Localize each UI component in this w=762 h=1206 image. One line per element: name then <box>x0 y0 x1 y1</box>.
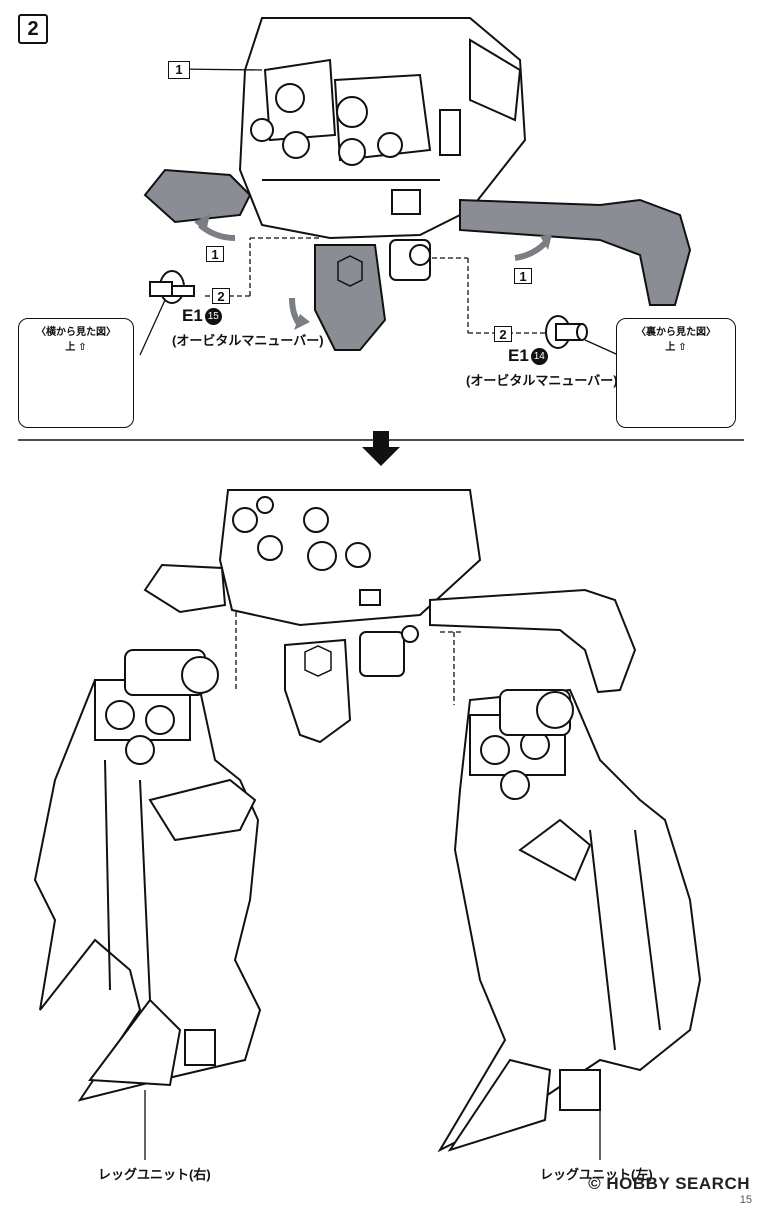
up-arrow-icon: ⇧ <box>678 342 687 353</box>
center-panel <box>314 244 387 351</box>
connector-left <box>149 270 195 304</box>
up-arrow-icon: ⇧ <box>78 342 87 353</box>
part-ref-1-rotate-left: 1 <box>206 246 224 262</box>
step-number-badge: 2 <box>18 14 48 44</box>
part-ref-1-main: 1 <box>168 61 190 79</box>
part-ref-2-insert-left: 2 <box>212 288 230 304</box>
leg-unit-right <box>33 649 262 1102</box>
left-arm <box>143 168 252 224</box>
part-name-left: (オービタルマニューバー) <box>172 333 324 348</box>
part-ref-1-rotate-right: 1 <box>514 268 532 284</box>
part-name-right: (オービタルマニューバー) <box>466 373 618 388</box>
part-number-badge: 15 <box>204 308 222 326</box>
leg-right-label: レッグユニット(右) <box>98 1167 211 1182</box>
side-view-title: 〈横から見た図〉 <box>36 327 116 338</box>
leg-left-label: レッグユニット(左) <box>540 1167 653 1182</box>
left-arm-assembled <box>143 563 227 614</box>
part-ref-2-insert-right: 2 <box>494 326 512 342</box>
connector-right <box>545 315 588 349</box>
watermark-text: © HOBBY SEARCH <box>588 1174 750 1193</box>
torso-upper <box>238 17 527 240</box>
back-view-title: 〈裏から見た図〉 <box>636 327 716 338</box>
side-view-up-label: 上 ⇧ <box>65 342 87 353</box>
center-panel-assembled <box>284 638 352 744</box>
right-arm <box>459 198 692 306</box>
right-arm-assembled <box>429 588 637 694</box>
part-number-badge: 14 <box>530 348 548 366</box>
down-arrow <box>362 431 400 466</box>
torso-assembled <box>218 489 482 627</box>
side-view-card: 〈横から見た図〉 上 ⇧ <box>18 318 134 428</box>
back-view-up-label: 上 ⇧ <box>665 342 687 353</box>
part-code: E1 <box>182 306 203 325</box>
back-view-card: 〈裏から見た図〉 上 ⇧ <box>616 318 736 428</box>
leg-unit-left <box>437 688 702 1153</box>
page-number: 15 <box>739 1194 752 1206</box>
part-code: E1 <box>508 346 529 365</box>
